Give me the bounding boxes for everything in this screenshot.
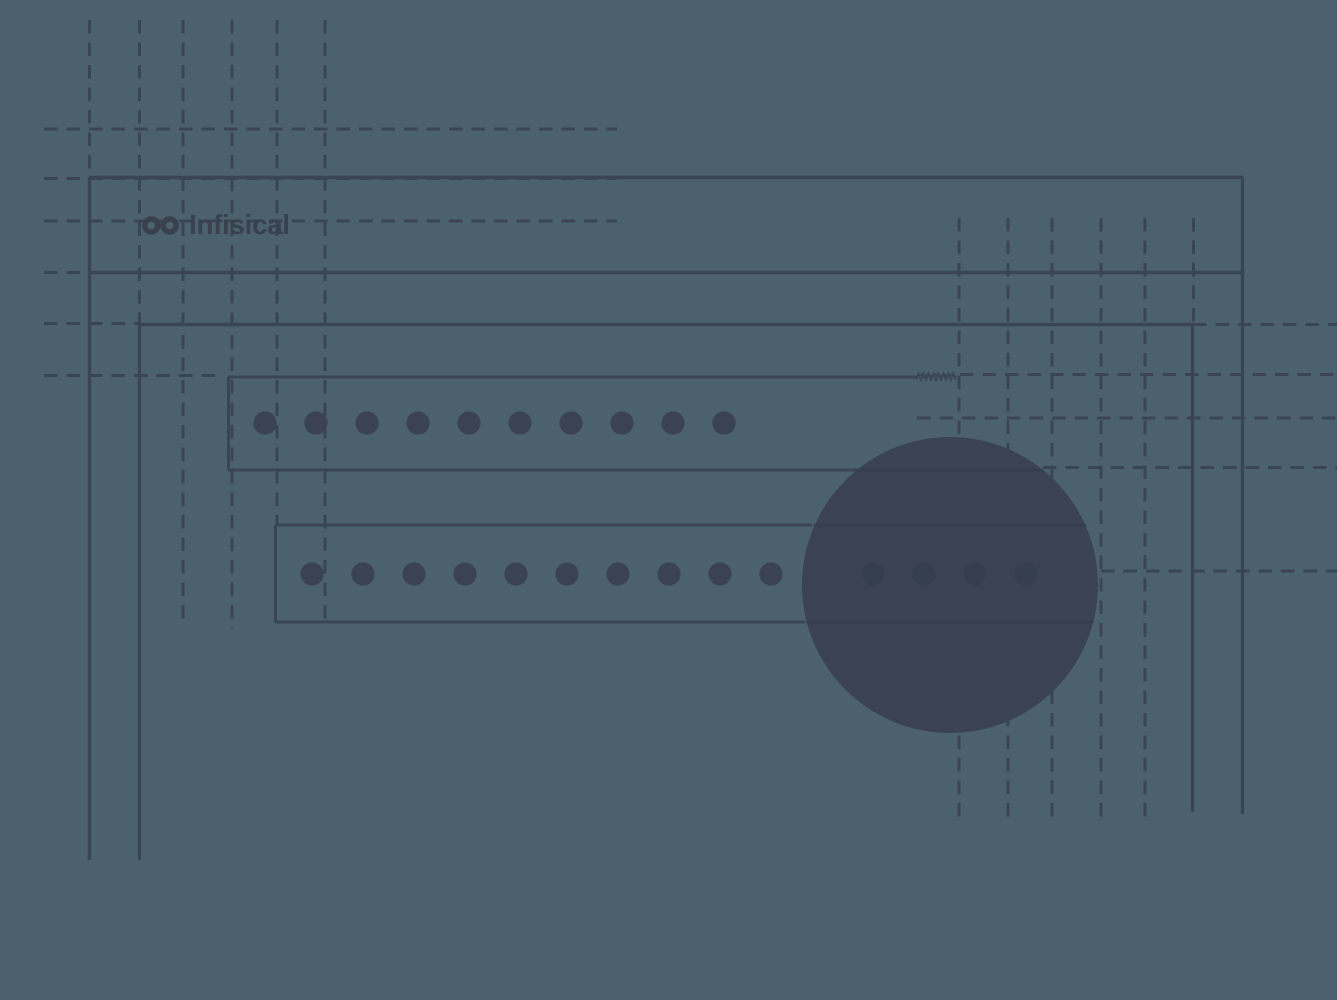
infinity-icon [142,215,179,235]
grid-dashed-horizontal-right [917,323,1337,573]
secret-field-2 [274,523,812,624]
secret-dot [759,562,783,586]
secret-dot [351,562,375,586]
secret-dot [355,411,379,435]
secret-dots-row-2 [300,562,783,586]
secret-dot [504,562,528,586]
secret-dot [708,562,732,586]
scribble-path [917,372,957,379]
secret-dot [657,562,681,586]
secret-dot [253,411,277,435]
secret-dot [606,562,630,586]
scribble-annotation [915,370,957,383]
secret-dot [712,411,736,435]
infisical-logo: Infisical [140,209,290,241]
secret-dot [963,562,987,586]
secret-dot [559,411,583,435]
grid-dashed-horizontal-left [44,127,617,377]
secret-field-1 [227,375,917,472]
secret-dot [453,562,477,586]
secret-dot [661,411,685,435]
secret-dot [402,562,426,586]
lock-circle-shape [802,437,1098,733]
secret-dots-row-1 [253,411,736,435]
secret-dot [861,562,885,586]
secret-dot [406,411,430,435]
lock-circle [802,437,1098,733]
secret-dot [508,411,532,435]
ghost-lines [806,468,1094,624]
secret-dot [555,562,579,586]
ghost-dots [861,562,1038,586]
secret-dot [912,562,936,586]
secret-dot [1014,562,1038,586]
logo-wordmark: Infisical [189,209,290,240]
secret-dot [304,411,328,435]
inner-panel [137,322,1195,860]
secret-dot [300,562,324,586]
secret-dot [457,411,481,435]
secret-dot [610,411,634,435]
outer-panel [87,175,1245,860]
